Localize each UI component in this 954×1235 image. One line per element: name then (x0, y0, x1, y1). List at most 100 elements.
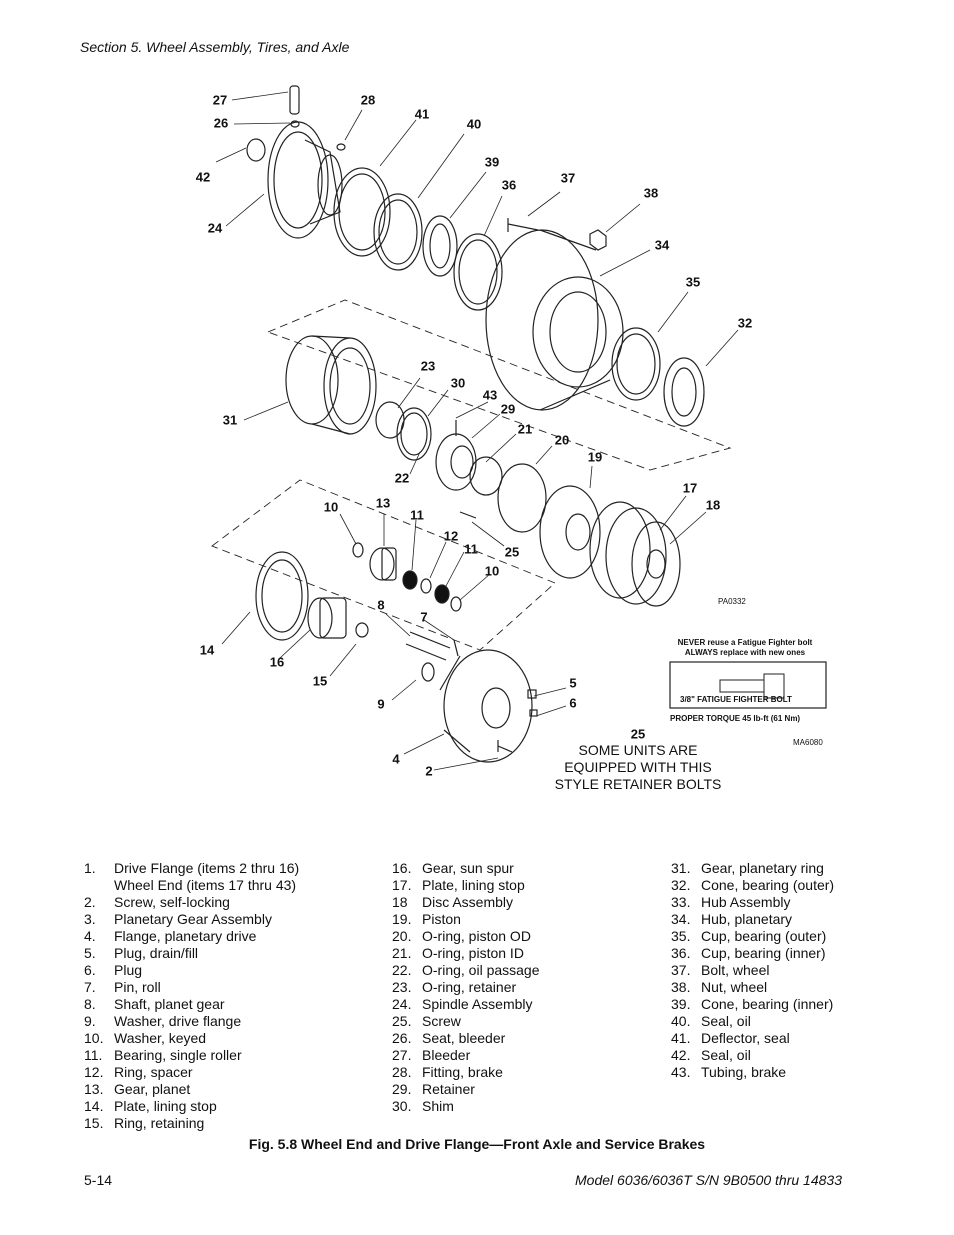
legend-item-text: Hub, planetary (701, 911, 793, 927)
legend-item-text: O-ring, piston OD (422, 928, 531, 944)
seal-deflector-part (333, 167, 391, 257)
callout-39: 39 (484, 154, 500, 170)
figure-caption: Fig. 5.8 Wheel End and Drive Flange—Fron… (248, 1136, 706, 1152)
legend-item-text: Seal, oil (701, 1047, 751, 1063)
legend-item-number: 34. (671, 911, 691, 927)
retainer-part (435, 433, 477, 491)
legend-item-text: Pin, roll (114, 979, 161, 995)
callout-32: 32 (737, 315, 753, 331)
legend-item-number: 43. (671, 1064, 691, 1080)
drain-plug-part (527, 689, 537, 699)
spindle-flange-part (267, 121, 329, 239)
callout-25b: 25 (630, 726, 646, 742)
legend-item: Wheel End (items 17 thru 43) (84, 877, 299, 894)
bolt-torque: PROPER TORQUE 45 lb-ft (61 Nm) (670, 714, 801, 723)
legend-item-number: 12. (84, 1064, 104, 1080)
drive-flange-part (443, 649, 533, 763)
model-footer: Model 6036/6036T S/N 9B0500 thru 14833 (575, 1172, 842, 1188)
callout-2: 2 (425, 763, 433, 779)
legend-item-number: 13. (84, 1081, 104, 1097)
legend-item: 30.Shim (392, 1098, 540, 1115)
legend-item: 32.Cone, bearing (outer) (671, 877, 834, 894)
outer-cone-part (663, 357, 705, 427)
legend-item-number: 3. (84, 911, 96, 927)
roll-pin-part (453, 639, 459, 657)
callout-29: 29 (500, 401, 516, 417)
legend-item-number: 24. (392, 996, 412, 1012)
legend-item-number: 22. (392, 962, 412, 978)
callout-28: 28 (360, 92, 376, 108)
legend-item-number: 2. (84, 894, 96, 910)
legend-item-number: 31. (671, 860, 691, 876)
legend-item: 12.Ring, spacer (84, 1064, 299, 1081)
inner-cup-part (453, 233, 503, 311)
fatigue-bolt-icon (719, 673, 785, 699)
brake-fitting-part (336, 143, 346, 151)
keyed-washer-2-part (450, 596, 462, 612)
callout-10: 10 (323, 499, 339, 515)
legend-item-text: Deflector, seal (701, 1030, 790, 1046)
legend-item: 5.Plug, drain/fill (84, 945, 299, 962)
legend-item: 43.Tubing, brake (671, 1064, 834, 1081)
bolt-label: 3/8" FATIGUE FIGHTER BOLT (680, 695, 792, 704)
bleeder-part (289, 85, 300, 115)
legend-item-text: Bearing, single roller (114, 1047, 242, 1063)
callout-4: 4 (392, 751, 400, 767)
legend-column-1: 1. Drive Flange (items 2 thru 16)Wheel En… (84, 860, 299, 1132)
callout-24: 24 (207, 220, 223, 236)
callout-27: 27 (212, 92, 228, 108)
legend-item-text: Retainer (422, 1081, 475, 1097)
callout-11: 11 (410, 507, 424, 523)
planet-shaft-part (405, 631, 451, 661)
wheel-nut-part (589, 229, 607, 251)
legend-item: 9.Washer, drive flange (84, 1013, 299, 1030)
legend-item-text: Bolt, wheel (701, 962, 770, 978)
planet-gear-part (369, 547, 395, 581)
callout-15: 15 (312, 673, 328, 689)
legend-item-number: 1. (84, 860, 96, 876)
legend-item-text: Ring, retaining (114, 1115, 205, 1131)
wheel-end-outline (266, 299, 732, 471)
disc-pack-part (589, 501, 651, 599)
legend-item-number: 35. (671, 928, 691, 944)
legend-item-text: Drive Flange (items 2 thru 16) (114, 860, 300, 876)
legend-item: 1. Drive Flange (items 2 thru 16) (84, 860, 299, 877)
callout-35: 35 (685, 274, 701, 290)
legend-item-number: 10. (84, 1030, 104, 1046)
legend-item-text: Fitting, brake (422, 1064, 503, 1080)
legend-item-text: Wheel End (items 17 thru 43) (114, 877, 297, 893)
legend-item-number (84, 877, 114, 894)
lining-stop-plate-part (631, 521, 681, 607)
callout-9: 9 (377, 696, 385, 712)
legend-item-text: Spindle Assembly (422, 996, 533, 1012)
callout-36: 36 (501, 177, 517, 193)
callout-7: 7 (420, 609, 428, 625)
legend-item-text: Shim (422, 1098, 454, 1114)
legend-item: 31.Gear, planetary ring (671, 860, 834, 877)
legend-item: 19.Piston (392, 911, 540, 928)
o-ring-21-part (469, 456, 503, 496)
legend-item-number: 17. (392, 877, 412, 893)
legend-item-number: 38. (671, 979, 691, 995)
legend-item-number: 15. (84, 1115, 104, 1131)
legend-item: 42.Seal, oil (671, 1047, 834, 1064)
legend-item: 24. Spindle Assembly (392, 996, 540, 1013)
callout-17: 17 (682, 480, 698, 496)
bolt-detail-box (669, 661, 827, 709)
legend-item-text: Screw (422, 1013, 461, 1029)
legend-item-number: 36. (671, 945, 691, 961)
inner-cone-part (422, 215, 458, 277)
callout-38: 38 (643, 185, 659, 201)
legend-item-text: O-ring, retainer (422, 979, 517, 995)
spacer-ring-part (420, 578, 432, 594)
callout-30: 30 (450, 375, 466, 391)
legend-item-number: 7. (84, 979, 96, 995)
spindle-body-part (304, 139, 341, 225)
outer-cup-part (611, 327, 661, 401)
legend-item-number: 40. (671, 1013, 691, 1029)
legend-item-text: O-ring, oil passage (422, 962, 540, 978)
callout-10b: 10 (484, 563, 500, 579)
legend-item: 16.Gear, sun spur (392, 860, 540, 877)
piston-part (539, 485, 601, 579)
